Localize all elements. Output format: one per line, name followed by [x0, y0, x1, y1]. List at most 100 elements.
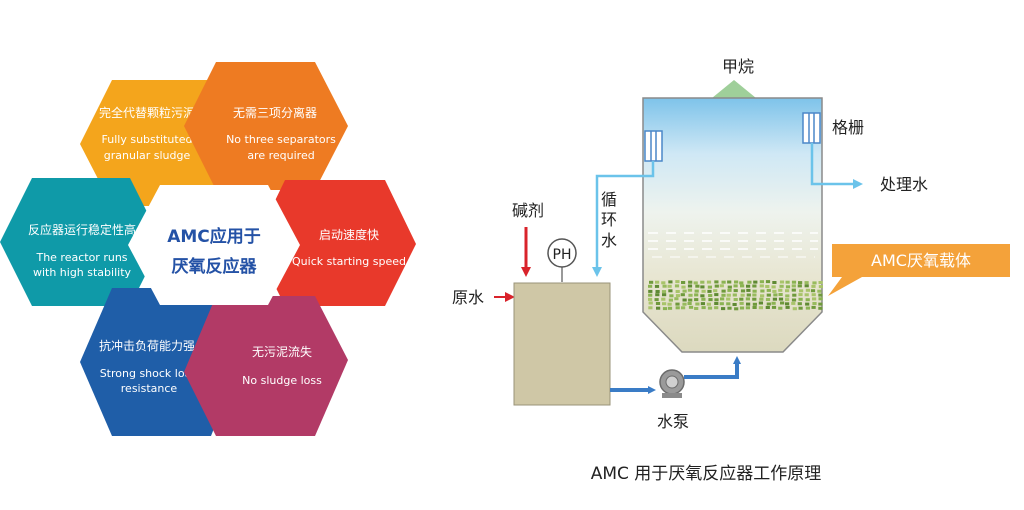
- carrier-granule: [655, 293, 660, 297]
- hex-high-stability: 反应器运行稳定性高 The reactor runs with high sta…: [0, 178, 162, 306]
- carrier-granule: [714, 280, 719, 284]
- carrier-granule: [797, 284, 802, 288]
- carrier-granule: [798, 306, 803, 310]
- carrier-granule: [785, 305, 790, 309]
- carrier-granule: [791, 280, 797, 284]
- hex-mid-left-en2: with high stability: [33, 266, 132, 279]
- hex-mid-left-shape: [0, 178, 162, 306]
- carrier-granule: [648, 306, 653, 310]
- carrier-granule: [818, 285, 823, 289]
- carrier-granule: [778, 306, 783, 310]
- hex-top-left-cn: 完全代替颗粒污泥: [99, 105, 195, 120]
- grille-label: 格栅: [832, 118, 864, 137]
- carrier-granule: [745, 306, 750, 310]
- carrier-granule: [681, 285, 686, 289]
- grille-right-icon: [802, 112, 821, 144]
- carrier-granule: [739, 301, 744, 305]
- carrier-granule: [812, 281, 817, 285]
- carrier-granule: [700, 302, 705, 306]
- carrier-granule: [721, 280, 726, 284]
- reactor-body: [642, 97, 823, 353]
- carrier-granule: [720, 297, 725, 301]
- hex-center-shape: [128, 185, 300, 305]
- hex-bottom-right-en1: No sludge loss: [242, 374, 322, 387]
- carrier-granule: [804, 284, 809, 288]
- carrier-granule: [707, 289, 712, 293]
- carrier-granule: [668, 289, 673, 293]
- carrier-granule: [727, 288, 732, 292]
- hexagon-cluster: 完全代替颗粒污泥 Fully substituted granular slud…: [0, 62, 416, 436]
- carrier-granule: [655, 280, 660, 284]
- carrier-granule: [740, 289, 746, 293]
- carrier-granule: [662, 307, 668, 311]
- carrier-granule: [694, 289, 699, 293]
- carrier-granule: [805, 298, 810, 302]
- carrier-granule: [721, 289, 726, 293]
- carrier-granule: [655, 290, 660, 293]
- carrier-granule: [674, 284, 680, 288]
- carrier-granule: [701, 306, 706, 310]
- carrier-granule: [662, 284, 667, 288]
- carrier-granule: [765, 306, 770, 309]
- carrier-granule: [752, 284, 757, 288]
- hex-center-line2: 厌氧反应器: [172, 256, 258, 277]
- treated-water-label: 处理水: [880, 175, 928, 194]
- carrier-granule: [780, 301, 785, 305]
- carrier-granule: [772, 289, 777, 293]
- water-lines: [648, 232, 818, 258]
- carrier-granule: [706, 280, 712, 284]
- carrier-granule: [798, 297, 803, 301]
- hex-top-right-en2: are required: [247, 149, 314, 162]
- carrier-granule: [701, 289, 706, 293]
- carrier-granule: [714, 298, 719, 302]
- hex-quick-start: 启动速度快 Quick starting speed: [254, 180, 416, 306]
- carrier-granule: [739, 297, 744, 301]
- carrier-granule: [655, 302, 661, 305]
- carrier-granule: [818, 306, 823, 310]
- carrier-granule: [766, 302, 771, 306]
- carrier-granule: [759, 284, 764, 288]
- carrier-granule: [708, 294, 713, 297]
- carrier-granule: [733, 289, 738, 293]
- carrier-granule: [811, 293, 816, 297]
- carrier-granule: [805, 306, 810, 310]
- carrier-granule: [798, 293, 803, 297]
- carrier-granule: [771, 301, 776, 305]
- carrier-granule: [727, 306, 732, 310]
- carrier-granule: [771, 285, 776, 289]
- carrier-granule: [675, 302, 680, 306]
- carrier-granule: [695, 284, 700, 288]
- carrier-granule: [772, 281, 777, 284]
- carrier-granule: [682, 289, 687, 293]
- carrier-granule: [778, 288, 783, 292]
- carrier-granule: [766, 288, 771, 292]
- carrier-granule: [706, 302, 711, 306]
- carrier-granule: [740, 284, 745, 288]
- carrier-granule: [681, 306, 686, 310]
- carrier-granule: [739, 306, 745, 310]
- hex-bottom-right-shape: [184, 296, 348, 436]
- carrier-granule: [785, 285, 791, 289]
- carrier-granule: [772, 297, 777, 301]
- carrier-granule: [785, 280, 790, 284]
- carrier-granule: [792, 293, 797, 297]
- carrier-granule: [760, 289, 765, 293]
- mixing-tank: [513, 282, 611, 406]
- carrier-granule: [727, 285, 732, 289]
- carrier-granule: [667, 302, 672, 306]
- carrier-granule: [675, 280, 680, 284]
- carrier-granule: [734, 307, 739, 311]
- carrier-granule: [760, 294, 765, 298]
- hex-top-right-cn: 无需三项分离器: [233, 105, 317, 120]
- hex-top-left-en2: granular sludge: [104, 149, 191, 162]
- carrier-granule: [687, 302, 692, 305]
- recirc-label-3: 水: [601, 231, 617, 250]
- hex-mid-left-en1: The reactor runs: [35, 251, 127, 264]
- carrier-granule: [797, 302, 802, 306]
- carrier-granule: [752, 293, 757, 297]
- hex-no-sludge-loss: 无污泥流失 No sludge loss: [184, 296, 348, 436]
- carrier-granule: [792, 307, 797, 311]
- carrier-granule: [805, 288, 810, 292]
- carrier-granule: [785, 302, 790, 306]
- carrier-granule: [654, 284, 660, 288]
